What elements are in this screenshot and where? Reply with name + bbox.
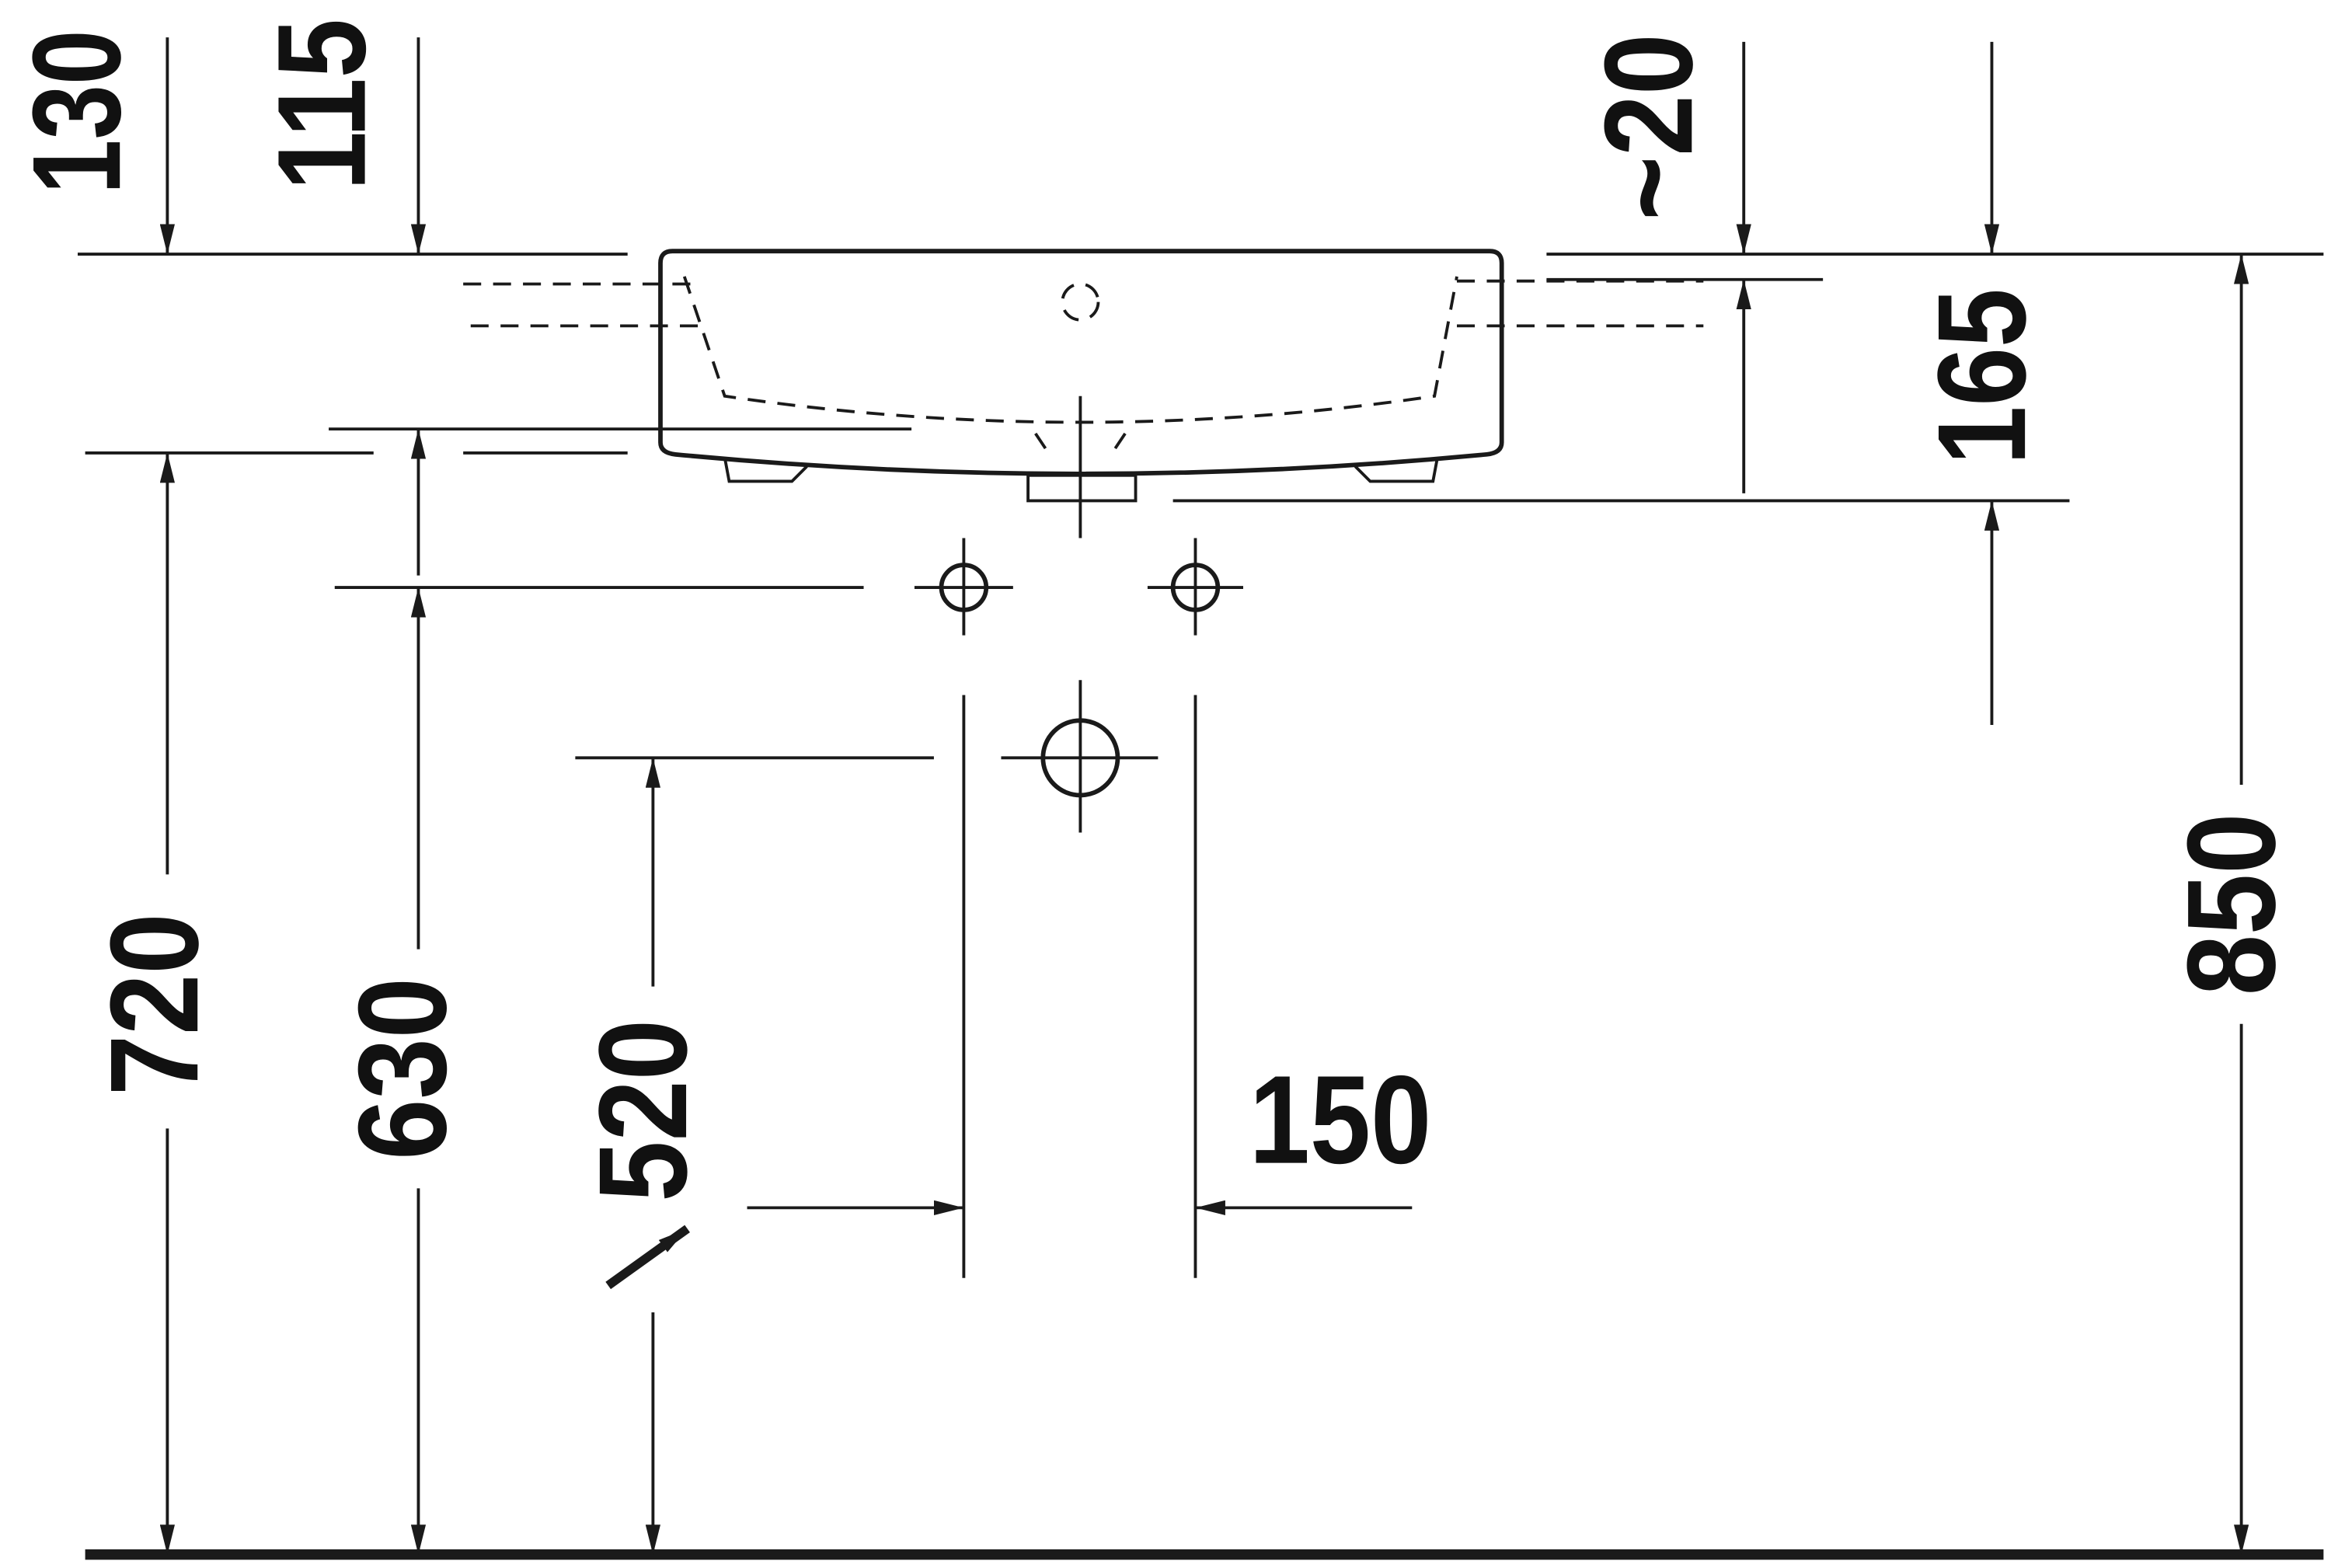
basin-outline xyxy=(463,249,1704,503)
basin-foot-right xyxy=(1354,457,1439,483)
drain-outlet xyxy=(1026,473,1138,503)
dim-630: 630 xyxy=(333,977,472,1160)
reference-lines xyxy=(78,253,2324,1278)
dim-165: 165 xyxy=(1912,288,2052,465)
waste-connection xyxy=(1001,680,1159,833)
dim-20: ~20 xyxy=(1579,33,1719,220)
tap-connection-right xyxy=(1147,538,1243,636)
dim-115: 115 xyxy=(253,19,392,190)
dim-150: 150 xyxy=(1249,1051,1432,1190)
dim-850: 850 xyxy=(2162,814,2301,996)
pointer-arrow xyxy=(605,1225,690,1290)
dim-130: 130 xyxy=(7,30,147,194)
overflow-hole xyxy=(1061,282,1100,322)
dimension-arrows xyxy=(159,37,2249,1555)
tap-connection-left xyxy=(914,538,1013,636)
dim-720: 720 xyxy=(85,913,225,1096)
basin-foot-left xyxy=(723,457,808,483)
dim-520: 520 xyxy=(573,1019,713,1202)
